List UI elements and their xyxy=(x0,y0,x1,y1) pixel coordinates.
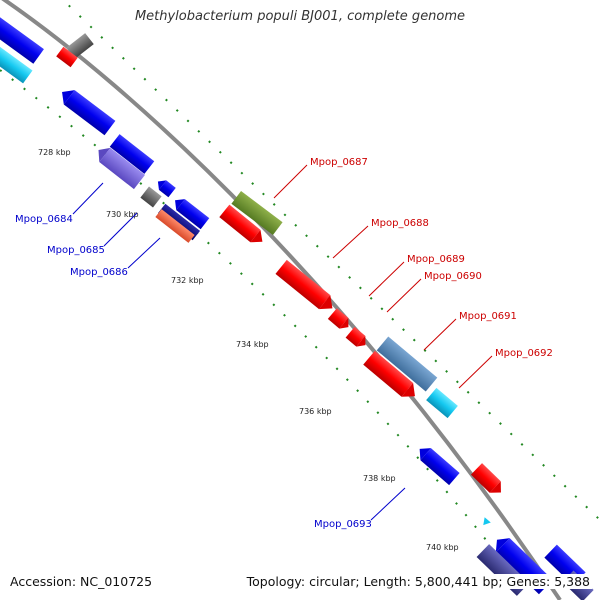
outer-tick-track xyxy=(61,0,600,521)
reverse-gene-labels: Mpop_0684 Mpop_0685 Mpop_0686 Mpop_0693 xyxy=(15,182,406,530)
scale-label: 740 kbp xyxy=(426,543,459,552)
forward-strand-genes xyxy=(56,33,507,498)
label-leader-line xyxy=(127,237,161,269)
gene-feature[interactable] xyxy=(66,33,94,59)
scale-label: 730 kbp xyxy=(106,210,139,219)
genome-backbone xyxy=(1,0,562,600)
scale-label: 734 kbp xyxy=(236,340,269,349)
label-leader-line xyxy=(332,225,369,259)
gene-feature-mpop-0692[interactable] xyxy=(426,387,458,419)
gene-label-mpop-0685[interactable]: Mpop_0685 xyxy=(47,245,105,256)
label-leader-line xyxy=(370,487,406,521)
gene-feature-mpop-0685[interactable] xyxy=(140,186,162,208)
reverse-strand-genes xyxy=(0,16,594,600)
gene-feature[interactable] xyxy=(155,209,195,243)
gene-label-mpop-0684[interactable]: Mpop_0684 xyxy=(15,214,73,225)
gene-feature-mpop-0689[interactable] xyxy=(327,308,353,332)
map-title: Methylobacterium populi BJ001, complete … xyxy=(134,9,466,24)
gene-feature-mpop-0684[interactable] xyxy=(93,143,146,190)
label-leader-line xyxy=(386,278,422,313)
topology-summary-text: Topology: circular; Length: 5,800,441 bp… xyxy=(244,574,592,589)
forward-gene-labels: Mpop_0687 Mpop_0688 Mpop_0689 Mpop_0690 … xyxy=(273,157,553,389)
gene-feature[interactable] xyxy=(470,463,507,498)
label-leader-line xyxy=(368,261,405,297)
scale-label: 738 kbp xyxy=(363,474,396,483)
gene-feature[interactable] xyxy=(171,195,210,230)
scale-label: 728 kbp xyxy=(38,148,71,157)
gene-feature[interactable] xyxy=(363,350,421,403)
scale-labels: 728 kbp 730 kbp 732 kbp 734 kbp 736 kbp … xyxy=(38,148,459,552)
gene-label-mpop-0692[interactable]: Mpop_0692 xyxy=(495,348,553,359)
scale-label: 732 kbp xyxy=(171,276,204,285)
gene-feature[interactable] xyxy=(0,16,44,64)
gene-feature-mpop-0688[interactable] xyxy=(275,259,338,316)
gene-label-mpop-0690[interactable]: Mpop_0690 xyxy=(424,271,482,282)
gene-feature[interactable] xyxy=(481,516,491,526)
gene-feature-mpop-0690[interactable] xyxy=(345,326,370,351)
accession-text: Accession: NC_010725 xyxy=(8,574,155,589)
gene-label-mpop-0687[interactable]: Mpop_0687 xyxy=(310,157,368,168)
gene-label-mpop-0688[interactable]: Mpop_0688 xyxy=(371,218,429,229)
gene-feature-mpop-0693[interactable] xyxy=(414,443,460,486)
gene-label-mpop-0689[interactable]: Mpop_0689 xyxy=(407,254,465,265)
gene-label-mpop-0693[interactable]: Mpop_0693 xyxy=(314,519,372,530)
gene-feature[interactable] xyxy=(57,85,116,136)
gene-label-mpop-0686[interactable]: Mpop_0686 xyxy=(70,267,128,278)
gene-feature-mpop-0687[interactable] xyxy=(231,190,283,236)
gene-feature[interactable] xyxy=(109,134,155,174)
gene-feature[interactable] xyxy=(219,204,267,248)
gene-label-mpop-0691[interactable]: Mpop_0691 xyxy=(459,311,517,322)
scale-label: 736 kbp xyxy=(299,407,332,416)
label-leader-line xyxy=(72,182,104,215)
label-leader-line xyxy=(458,355,493,389)
gene-feature[interactable] xyxy=(154,177,176,198)
inner-tick-track xyxy=(0,69,491,546)
label-leader-line xyxy=(103,212,138,247)
gene-feature[interactable] xyxy=(56,46,78,68)
gene-feature-mpop-0691[interactable] xyxy=(376,336,438,392)
gene-feature[interactable] xyxy=(0,44,33,84)
label-leader-line xyxy=(273,164,308,199)
label-leader-line xyxy=(423,318,457,351)
